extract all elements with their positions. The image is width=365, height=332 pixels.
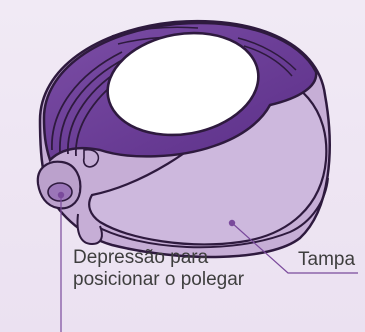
bottom-tab <box>76 213 103 246</box>
contour-line <box>111 26 199 37</box>
label-depressao: Depressão para posicionar o polegar <box>73 247 244 291</box>
label-depressao-line2: posicionar o polegar <box>73 269 245 290</box>
contour-line <box>51 51 123 151</box>
cover-rim <box>95 177 329 249</box>
label-depressao-line1: Depressão para <box>73 247 209 268</box>
tampa-leader-line <box>231 222 358 274</box>
contour-line <box>59 57 127 153</box>
dose-window <box>106 31 260 137</box>
lever-notch <box>82 148 100 168</box>
contour-line <box>237 37 297 71</box>
label-tampa: Tampa <box>298 249 356 270</box>
contour-line <box>243 45 293 77</box>
